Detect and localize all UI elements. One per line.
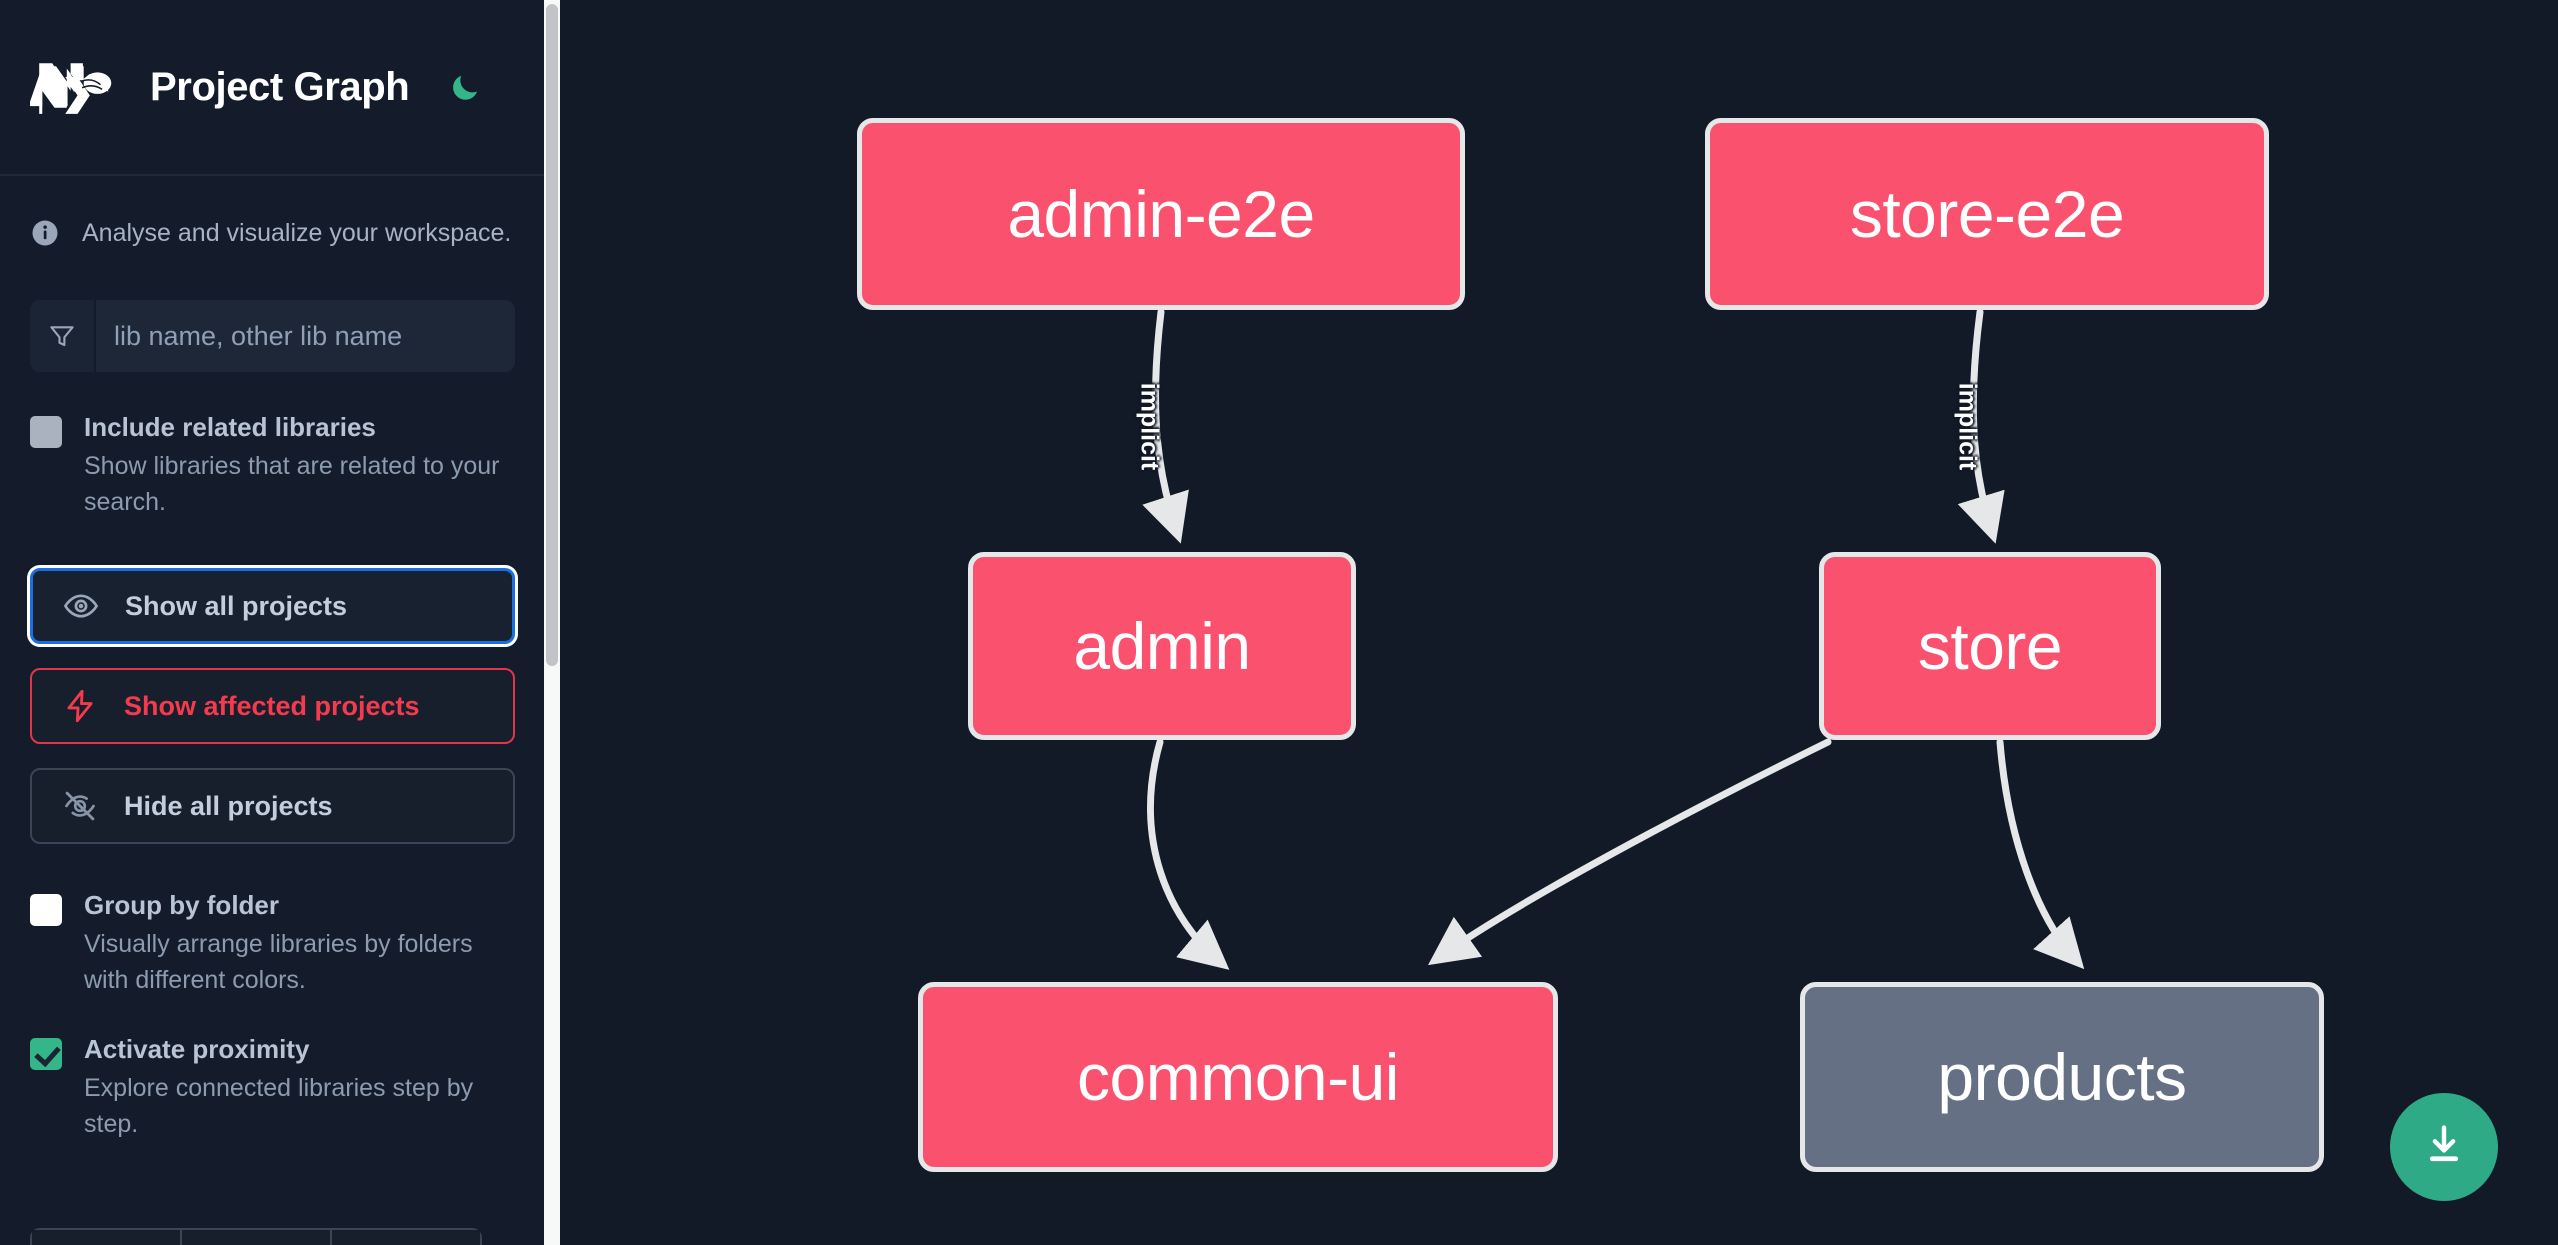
graph-node-products-label: products: [1937, 1040, 2187, 1114]
sidebar: Project Graph Analyse and visualize yo: [0, 0, 560, 1245]
edge-store-e2e-store: [1957, 308, 2005, 544]
graph-node-admin-e2e[interactable]: admin-e2e: [857, 118, 1465, 310]
sidebar-scrollbar-thumb[interactable]: [546, 4, 558, 666]
edge-label-implicit-store: implicit: [1953, 382, 1982, 471]
project-visibility-buttons: Show all projects Show affected projects: [0, 568, 545, 845]
graph-node-common-ui-label: common-ui: [1077, 1040, 1399, 1114]
graph-node-products[interactable]: products: [1800, 982, 2324, 1172]
download-icon: [2419, 1120, 2469, 1175]
edge-admin-common-ui: [1147, 738, 1230, 970]
proximity-step-segment-3[interactable]: [330, 1228, 482, 1245]
eye-off-icon: [62, 788, 98, 824]
activate-proximity-label: Activate proximity: [84, 1034, 310, 1065]
show-affected-projects-button[interactable]: Show affected projects: [30, 668, 515, 745]
show-all-projects-label: Show all projects: [125, 590, 348, 621]
group-by-folder-label: Group by folder: [84, 890, 279, 921]
nx-logo-icon: [28, 57, 122, 117]
edge-label-implicit-admin: implicit: [1135, 382, 1164, 471]
include-related-libraries-checkbox[interactable]: [30, 416, 62, 448]
edge-store-products: [1996, 738, 2085, 970]
sidebar-content: Project Graph Analyse and visualize yo: [0, 0, 545, 1245]
group-by-folder-checkbox[interactable]: [30, 894, 62, 927]
group-by-folder-description: Visually arrange libraries by folders wi…: [84, 930, 473, 994]
proximity-step-segment-2[interactable]: [180, 1228, 330, 1245]
sidebar-header: Project Graph: [0, 0, 545, 176]
graph-node-store-e2e-label: store-e2e: [1849, 177, 2125, 251]
app-title: Project Graph: [150, 64, 410, 109]
hide-all-projects-button[interactable]: Hide all projects: [30, 768, 515, 845]
search-filter-bar[interactable]: [30, 300, 515, 372]
graph-node-admin[interactable]: admin: [968, 552, 1356, 740]
eye-icon: [63, 588, 99, 624]
graph-node-admin-e2e-label: admin-e2e: [1007, 177, 1315, 251]
filter-funnel-icon: [30, 300, 96, 372]
moon-icon[interactable]: [443, 65, 487, 109]
show-all-projects-button[interactable]: Show all projects: [30, 568, 515, 645]
option-include-related-libraries[interactable]: Include related libraries Show libraries…: [0, 410, 545, 520]
option-group-by-folder[interactable]: Group by folder Visually arrange librari…: [0, 888, 545, 998]
sidebar-scrollbar-track[interactable]: [544, 0, 560, 1245]
proximity-step-button-group[interactable]: [30, 1228, 482, 1245]
sidebar-tagline: Analyse and visualize your workspace.: [0, 176, 545, 248]
lightning-icon: [62, 688, 98, 724]
graph-node-store-e2e[interactable]: store-e2e: [1705, 118, 2269, 310]
graph-node-admin-label: admin: [1073, 609, 1251, 683]
search-input[interactable]: [96, 300, 515, 372]
hide-all-projects-label: Hide all projects: [124, 790, 333, 821]
show-affected-projects-label: Show affected projects: [124, 690, 420, 721]
option-activate-proximity[interactable]: Activate proximity Explore connected lib…: [0, 1032, 545, 1142]
proximity-step-segment-1[interactable]: [30, 1228, 180, 1245]
info-icon: [30, 218, 60, 248]
activate-proximity-checkbox[interactable]: [30, 1038, 62, 1071]
tagline-text: Analyse and visualize your workspace.: [82, 218, 512, 247]
download-graph-button[interactable]: [2390, 1093, 2498, 1201]
graph-node-store-label: store: [1917, 609, 2063, 683]
graph-edges: [1142, 308, 2085, 970]
include-related-libraries-label: Include related libraries: [84, 412, 376, 442]
edge-store-common-ui: [1427, 738, 1832, 966]
edge-admin-e2e-admin: [1142, 308, 1189, 544]
include-related-libraries-description: Show libraries that are related to your …: [84, 452, 500, 516]
graph-node-common-ui[interactable]: common-ui: [918, 982, 1558, 1172]
graph-canvas[interactable]: admin-e2e store-e2e admin store common-u…: [560, 0, 2558, 1245]
activate-proximity-description: Explore connected libraries step by step…: [84, 1074, 474, 1138]
graph-node-store[interactable]: store: [1819, 552, 2161, 740]
